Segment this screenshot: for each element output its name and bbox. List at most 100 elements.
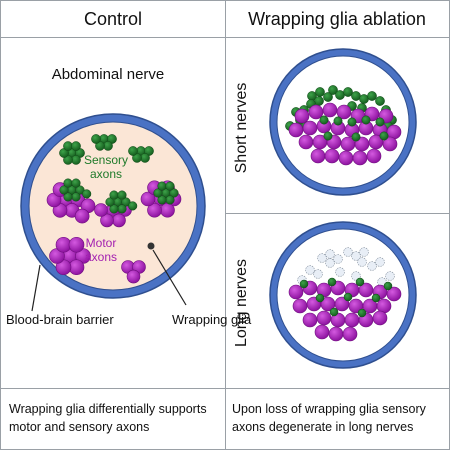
motor-label-2: axons bbox=[85, 250, 117, 264]
long-degenerated-axon-0 bbox=[317, 253, 327, 263]
control-motor-axon-c-2 bbox=[160, 202, 175, 218]
sensory-label-2: axons bbox=[90, 167, 122, 181]
control-sensory-axon-e-2 bbox=[117, 204, 127, 214]
control-motor-axon-b-2 bbox=[112, 213, 126, 228]
long-motor-axon-16 bbox=[316, 310, 332, 326]
long-motor-axon-0 bbox=[288, 284, 304, 300]
short-sensory-inner-axon-2 bbox=[347, 117, 357, 127]
long-degenerated-axon-2 bbox=[333, 254, 343, 264]
long-sensory-axon-4 bbox=[315, 293, 325, 303]
short-motor-axon-26 bbox=[366, 148, 382, 164]
short-motor-axon-23 bbox=[324, 148, 340, 164]
long-sensory-axon-3 bbox=[383, 281, 393, 291]
short-sensory-inner-axon-3 bbox=[361, 115, 371, 125]
left-caption-line1: Wrapping glia differentially supports bbox=[9, 402, 207, 416]
short-motor-axon-2 bbox=[322, 102, 338, 118]
short-motor-axon-22 bbox=[310, 148, 326, 164]
control-motor-axon-d-6 bbox=[68, 236, 85, 253]
control-sensory-axon-d-7 bbox=[82, 189, 92, 199]
long-degenerated-axon-9 bbox=[375, 257, 385, 267]
control-sensory-axon-d-1 bbox=[75, 185, 85, 195]
nerve-title: Abdominal nerve bbox=[52, 66, 165, 83]
control-sensory-axon-d-2 bbox=[71, 192, 81, 202]
motor-label-1: Motor bbox=[86, 236, 117, 250]
long-sensory-axon-5 bbox=[343, 292, 353, 302]
short-sensory-axon-11 bbox=[375, 96, 385, 106]
long-degenerated-axon-1 bbox=[325, 249, 335, 259]
short-motor-axon-24 bbox=[338, 150, 354, 166]
control-sensory-axon-f-1 bbox=[169, 188, 179, 198]
long-degenerated-axon-15 bbox=[385, 271, 395, 281]
short-motor-axon-8 bbox=[302, 120, 318, 136]
right-caption-line1: Upon loss of wrapping glia sensory bbox=[232, 402, 427, 416]
short-axon-layer bbox=[285, 85, 402, 166]
long-degenerated-axon-3 bbox=[325, 258, 335, 268]
long-motor-axon-7 bbox=[386, 286, 402, 302]
short-sensory-inner-axon-6 bbox=[351, 132, 361, 142]
glia-pointer bbox=[152, 249, 187, 306]
short-motor-axon-25 bbox=[352, 150, 368, 166]
short-motor-axon-0 bbox=[294, 108, 310, 124]
sensory-label-1: Sensory bbox=[84, 153, 128, 167]
right-caption-line2: axons degenerate in long nerves bbox=[232, 420, 413, 434]
control-sensory-axon-f-2 bbox=[165, 195, 175, 205]
short-motor-axon-15 bbox=[298, 134, 314, 150]
short-sensory-axon-10 bbox=[367, 91, 377, 101]
short-sensory-inner-axon-5 bbox=[323, 131, 333, 141]
control-sensory-axon-e-1 bbox=[121, 197, 131, 207]
control-sensory-axon-f-3 bbox=[157, 195, 167, 205]
bbb-pointer bbox=[31, 264, 41, 312]
control-sensory-axon-c-4 bbox=[128, 146, 138, 156]
control-sensory-axon-d-3 bbox=[63, 192, 73, 202]
wrapping-glia-dot bbox=[147, 242, 155, 250]
control-sensory-axon-b-4 bbox=[91, 134, 101, 144]
long-degenerated-axon-8 bbox=[367, 261, 377, 271]
long-motor-axon-8 bbox=[292, 298, 308, 314]
short-sensory-inner-axon-7 bbox=[379, 131, 389, 141]
long-degenerated-axon-7 bbox=[357, 257, 367, 267]
control-sensory-axon-e-5 bbox=[109, 190, 119, 200]
short-sensory-axon-1 bbox=[315, 87, 325, 97]
long-motor-axon-21 bbox=[314, 324, 330, 340]
short-sensory-axon-7 bbox=[343, 87, 353, 97]
ablation-header: Wrapping glia ablation bbox=[248, 9, 426, 29]
short-sensory-inner-axon-0 bbox=[319, 115, 329, 125]
bbb-label: Blood-brain barrier bbox=[6, 312, 114, 327]
long-sensory-axon-2 bbox=[355, 277, 365, 287]
short-nerves-label: Short nerves bbox=[233, 83, 250, 174]
control-sensory-axon-d-5 bbox=[63, 178, 73, 188]
short-motor-axon-3 bbox=[336, 104, 352, 120]
control-axon-layer bbox=[46, 134, 182, 284]
long-degenerated-axon-13 bbox=[335, 267, 345, 277]
control-sensory-axon-d-6 bbox=[71, 178, 81, 188]
control-sensory-axon-e-6 bbox=[117, 190, 127, 200]
long-degenerated-axon-10 bbox=[305, 265, 315, 275]
control-sensory-axon-f-6 bbox=[165, 181, 175, 191]
short-motor-axon-7 bbox=[288, 122, 304, 138]
control-sensory-axon-e-4 bbox=[105, 197, 115, 207]
long-axon-layer bbox=[288, 247, 402, 342]
control-sensory-axon-e-7 bbox=[128, 201, 138, 211]
long-degenerated-axon-11 bbox=[313, 269, 323, 279]
long-degenerated-axon-4 bbox=[343, 247, 353, 257]
short-sensory-inner-axon-4 bbox=[375, 117, 385, 127]
control-motor-axon-c-3 bbox=[147, 202, 162, 218]
long-motor-axon-23 bbox=[342, 326, 358, 342]
left-caption-line2: motor and sensory axons bbox=[9, 420, 149, 434]
control-sensory-axon-a-6 bbox=[71, 141, 81, 151]
long-sensory-axon-7 bbox=[329, 307, 339, 317]
long-sensory-axon-0 bbox=[299, 279, 309, 289]
long-motor-axon-15 bbox=[302, 312, 318, 328]
glia-label: Wrapping glia bbox=[172, 312, 252, 327]
control-motor-axon-b-4 bbox=[94, 203, 108, 217]
long-sensory-axon-8 bbox=[357, 308, 367, 318]
short-sensory-axon-5 bbox=[328, 85, 338, 95]
long-nerves-label: Long nerves bbox=[233, 259, 250, 347]
long-sensory-axon-1 bbox=[327, 277, 337, 287]
long-degenerated-axon-6 bbox=[359, 247, 369, 257]
long-motor-axon-18 bbox=[344, 312, 360, 328]
short-motor-axon-21 bbox=[382, 136, 398, 152]
control-sensory-axon-f-5 bbox=[157, 181, 167, 191]
control-sensory-axon-f-4 bbox=[153, 188, 163, 198]
